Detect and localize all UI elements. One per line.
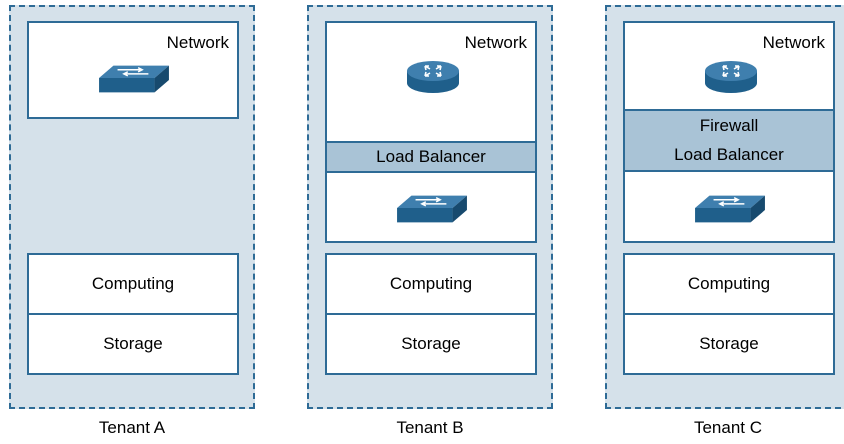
network-label: Network: [762, 33, 825, 52]
switch-icon: [97, 63, 171, 95]
tenant-c-container: Network Firewall Load Balancer Computing…: [605, 5, 844, 409]
network-label: Network: [464, 33, 527, 52]
tenant-a-label: Tenant A: [98, 418, 166, 437]
router-icon: [403, 57, 463, 97]
tenant-c-label: Tenant C: [693, 418, 763, 437]
tenant-c-resources-box: Computing Storage: [623, 253, 835, 375]
tenant-b-network-box: Network Load Balancer: [325, 21, 537, 243]
tenant-a-container: Network Computing Storage: [9, 5, 255, 409]
computing-label: Computing: [327, 255, 535, 315]
tenant-b-label: Tenant B: [396, 418, 464, 437]
tenant-b-resources-box: Computing Storage: [325, 253, 537, 375]
switch-icon: [395, 193, 469, 225]
computing-label: Computing: [625, 255, 833, 315]
storage-label: Storage: [699, 334, 759, 353]
tenant-c-network-box: Network Firewall Load Balancer: [623, 21, 835, 243]
tenant-a-resources-box: Computing Storage: [27, 253, 239, 375]
computing-label: Computing: [29, 255, 237, 315]
storage-label: Storage: [401, 334, 461, 353]
load-balancer-band: Load Balancer: [625, 140, 833, 172]
load-balancer-band: Load Balancer: [327, 141, 535, 173]
network-label: Network: [166, 33, 229, 52]
switch-icon: [693, 193, 767, 225]
tenant-a-network-box: Network: [27, 21, 239, 119]
firewall-band: Firewall: [625, 109, 833, 141]
router-icon: [701, 57, 761, 97]
tenant-b-container: Network Load Balancer Computing Storage: [307, 5, 553, 409]
storage-label: Storage: [103, 334, 163, 353]
